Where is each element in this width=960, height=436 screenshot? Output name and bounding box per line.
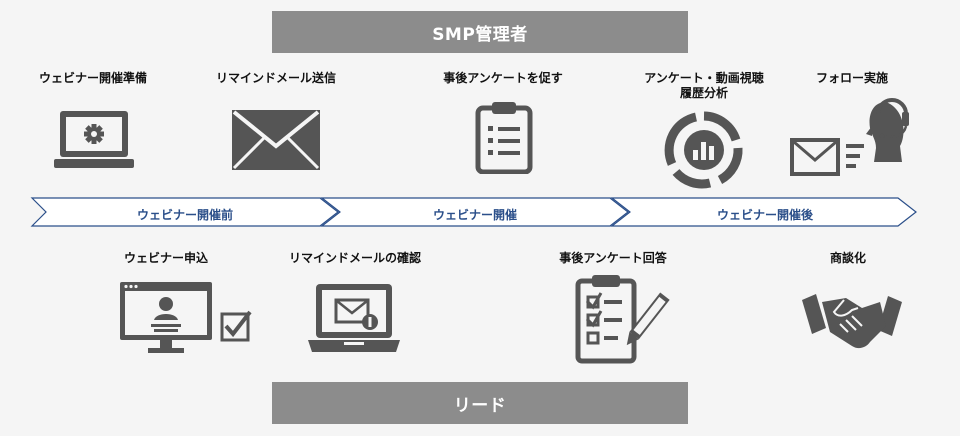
analytics-donut-icon bbox=[664, 110, 744, 190]
admin-banner: SMP管理者 bbox=[272, 11, 688, 53]
lead-banner: リード bbox=[272, 382, 688, 424]
admin-step-label-follow-up: フォロー実施 bbox=[815, 71, 889, 85]
stage-chevron-during bbox=[320, 197, 629, 227]
lead-step-label-reminder-check: リマインドメールの確認 bbox=[288, 251, 422, 265]
headset-mail-icon bbox=[788, 92, 914, 180]
lead-step-label-registration: ウェビナー申込 bbox=[123, 251, 209, 265]
stage-flow bbox=[0, 194, 960, 234]
lead-step-label-survey-answer: 事後アンケート回答 bbox=[559, 251, 667, 265]
stage-label-before: ウェビナー開催前 bbox=[136, 208, 234, 222]
admin-step-label-analysis: アンケート・動画視聴 履歴分析 bbox=[644, 71, 764, 100]
handshake-icon bbox=[800, 290, 904, 354]
checklist-pencil-icon bbox=[574, 273, 670, 365]
stage-label-after: ウェビナー開催後 bbox=[716, 208, 814, 222]
monitor-profile-check-icon bbox=[118, 280, 254, 356]
admin-step-label-survey-prompt: 事後アンケートを促す bbox=[443, 71, 563, 85]
lead-step-label-deal: 商談化 bbox=[829, 251, 867, 265]
laptop-mail-notification-icon bbox=[306, 282, 402, 356]
stage-chevron-after bbox=[610, 197, 917, 227]
clipboard-list-icon bbox=[474, 100, 534, 174]
envelope-icon bbox=[230, 108, 322, 172]
stage-chevron-before bbox=[30, 197, 339, 227]
admin-step-label-prep: ウェビナー開催準備 bbox=[38, 71, 148, 85]
stage-label-during: ウェビナー開催 bbox=[432, 208, 518, 222]
admin-step-label-reminder: リマインドメール送信 bbox=[215, 71, 337, 85]
laptop-gear-icon bbox=[52, 109, 136, 171]
